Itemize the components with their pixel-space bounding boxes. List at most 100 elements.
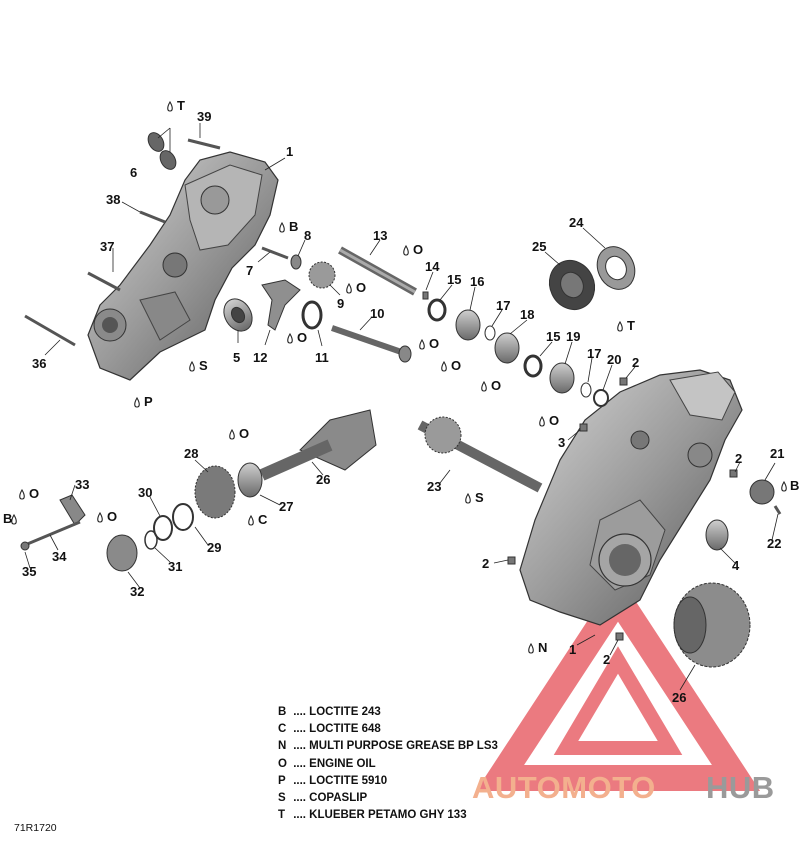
drop-icon (11, 513, 17, 525)
legend-code: O (278, 757, 287, 770)
callout-30: 30 (138, 485, 153, 500)
callout-26: 26 (316, 472, 331, 487)
legend-text: .... ENGINE OIL (293, 757, 376, 770)
marker-O: O (549, 413, 560, 428)
callout-22: 22 (767, 536, 782, 551)
legend-code: B (278, 706, 287, 718)
callout-6: 6 (130, 165, 138, 180)
drop-icon (287, 332, 293, 344)
callout-10: 10 (370, 306, 385, 321)
legend-code: N (278, 740, 287, 753)
marker-O: O (29, 486, 40, 501)
leader-lines (24, 123, 779, 691)
drop-icon (403, 244, 409, 256)
marker-P: P (144, 394, 153, 409)
callout-36: 36 (32, 356, 47, 371)
drop-icon (528, 642, 534, 654)
drop-icon (441, 360, 447, 372)
legend-row: C .... LOCTITE 648 (278, 721, 498, 738)
watermark-logo (475, 574, 761, 791)
callout-37: 37 (100, 239, 115, 254)
marker-O: O (107, 509, 118, 524)
drop-icons (11, 100, 787, 654)
callout-26: 26 (672, 690, 687, 705)
marker-O: O (297, 330, 308, 345)
marker-O: O (356, 280, 367, 295)
callout-7: 7 (246, 263, 254, 278)
callout-2: 2 (632, 355, 640, 370)
callout-35: 35 (22, 564, 37, 579)
legend-code: P (278, 774, 286, 787)
right-housing (519, 369, 743, 626)
callout-17: 17 (587, 346, 602, 361)
legend-text: .... KLUEBER PETAMO GHY 133 (293, 809, 467, 822)
legend-code: S (278, 792, 286, 805)
callout-13: 13 (373, 228, 388, 243)
legend: B .... LOCTITE 243 C .... LOCTITE 648 N … (278, 704, 498, 824)
callout-21: 21 (770, 446, 785, 461)
marker-B: B (790, 478, 800, 493)
legend-row: P .... LOCTITE 5910 (278, 773, 498, 790)
marker-O: O (239, 426, 250, 441)
marker-C: C (258, 512, 268, 527)
callout-5: 5 (233, 350, 241, 365)
drop-icon (229, 428, 235, 440)
callout-39: 39 (197, 109, 212, 124)
legend-code: C (278, 723, 287, 736)
marker-B: B (289, 219, 299, 234)
legend-row: B .... LOCTITE 243 (278, 704, 498, 721)
callout-9: 9 (337, 296, 345, 311)
watermark-text-2: HUB (706, 770, 775, 805)
drop-icon (167, 100, 173, 112)
callout-25: 25 (532, 239, 547, 254)
marker-S: S (475, 490, 484, 505)
callout-3: 3 (558, 435, 566, 450)
callout-2: 2 (735, 451, 743, 466)
callout-11: 11 (315, 350, 329, 365)
drop-icon (781, 480, 787, 492)
legend-code: T (278, 809, 286, 822)
drop-icon (465, 492, 471, 504)
callout-4: 4 (732, 558, 740, 573)
marker-O: O (451, 358, 462, 373)
callout-2: 2 (603, 652, 611, 667)
marker-O: O (413, 242, 424, 257)
drop-icon (617, 320, 623, 332)
callout-34: 34 (52, 549, 67, 564)
callout-8: 8 (304, 228, 312, 243)
callout-20: 20 (607, 352, 622, 367)
legend-row: N .... MULTI PURPOSE GREASE BP LS3 (278, 738, 498, 755)
callout-15: 15 (447, 272, 462, 287)
callout-19: 19 (566, 329, 581, 344)
callout-27: 27 (279, 499, 294, 514)
callout-28: 28 (184, 446, 199, 461)
marker-S: S (199, 358, 208, 373)
callout-24: 24 (569, 215, 584, 230)
callout-33: 33 (75, 477, 90, 492)
callout-15: 15 (546, 329, 561, 344)
drop-icon (134, 396, 140, 408)
diagram-reference: 71R1720 (14, 822, 57, 834)
legend-text: .... COPASLIP (293, 792, 368, 805)
callout-17: 17 (496, 298, 511, 313)
left-housing (87, 151, 279, 381)
drop-icon (346, 282, 352, 294)
callout-38: 38 (106, 192, 121, 207)
marker-O: O (429, 336, 440, 351)
callout-2: 2 (482, 556, 490, 571)
legend-row: T .... KLUEBER PETAMO GHY 133 (278, 807, 498, 824)
legend-text: .... LOCTITE 5910 (293, 774, 388, 787)
parts (20, 132, 782, 668)
legend-text: .... LOCTITE 243 (293, 706, 381, 718)
drop-icon (539, 415, 545, 427)
marker-O: O (491, 378, 502, 393)
callout-23: 23 (427, 479, 442, 494)
callout-1: 1 (286, 144, 294, 159)
callout-18: 18 (520, 307, 535, 322)
legend-row: S .... COPASLIP (278, 790, 498, 807)
drop-icon (248, 514, 254, 526)
legend-row: O .... ENGINE OIL (278, 756, 498, 773)
drop-icon (97, 511, 103, 523)
callout-12: 12 (253, 350, 268, 365)
